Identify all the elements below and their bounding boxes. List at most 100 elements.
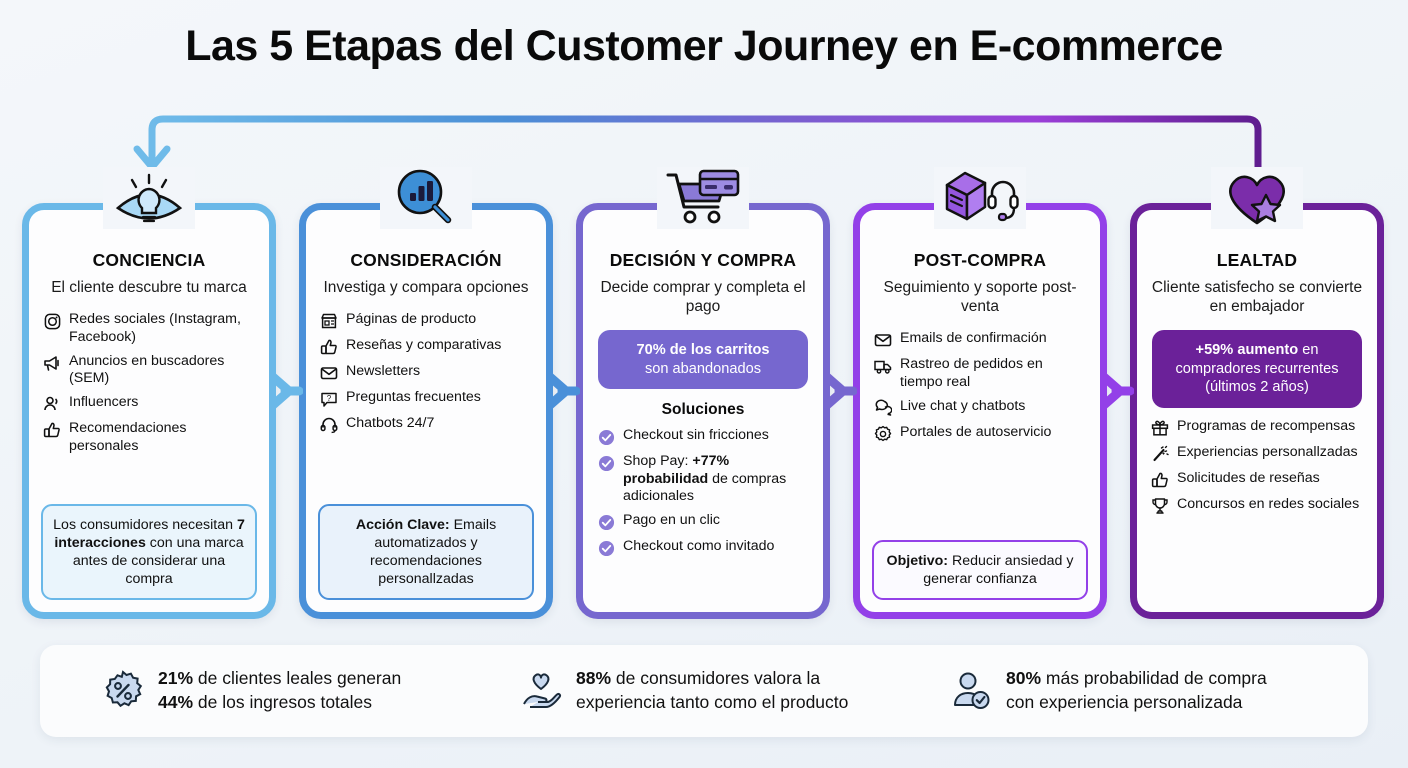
list-item-label: Anuncios en buscadores (SEM) bbox=[69, 352, 225, 387]
list-item: Live chat y chatbots bbox=[874, 398, 1086, 417]
flow-arrow-3-4 bbox=[823, 372, 857, 410]
stage-card-decision-compra[interactable]: DECISIÓN Y COMPRA Decide comprar y compl… bbox=[576, 167, 857, 623]
list-item: Influencers bbox=[43, 394, 255, 413]
stage-note: Objetivo: Reducir ansiedad y generar con… bbox=[872, 539, 1088, 600]
stage-cards: CONCIENCIA El cliente descubre tu marca … bbox=[22, 167, 1386, 623]
trophy-icon bbox=[1151, 497, 1169, 515]
list-item-label: Rastreo de pedidos en tiempo real bbox=[900, 356, 1043, 390]
list-item-label: Solicitudes de reseñas bbox=[1177, 469, 1320, 486]
stage-card-lealtad[interactable]: LEALTAD Cliente satisfecho se convierte … bbox=[1130, 167, 1384, 623]
list-item-label: Chatbots 24/7 bbox=[346, 415, 435, 432]
stage-title: CONCIENCIA bbox=[92, 250, 206, 270]
truck-icon bbox=[874, 357, 892, 375]
bullet-list: Programas de recompensas Experiencias pe… bbox=[1151, 418, 1363, 515]
list-item: Rastreo de pedidos en tiempo real bbox=[874, 356, 1086, 391]
list-item: Experiencias personallzadas bbox=[1151, 444, 1363, 463]
svg-text:?: ? bbox=[327, 394, 332, 403]
magic-wand-icon bbox=[1151, 445, 1169, 463]
flow-arrow-2-3 bbox=[546, 372, 580, 410]
list-item: Portales de autoservicio bbox=[874, 424, 1086, 443]
stage-card-post-compra[interactable]: POST-COMPRA Seguimiento y soporte post-v… bbox=[853, 167, 1134, 623]
list-item-label: Páginas de producto bbox=[346, 311, 477, 328]
stage-card-conciencia[interactable]: CONCIENCIA El cliente descubre tu marca … bbox=[22, 167, 303, 623]
bullet-list: Redes sociales (Instagram, Facebook) Anu… bbox=[43, 311, 255, 455]
page-title: Las 5 Etapas del Customer Journey en E-c… bbox=[185, 22, 1223, 70]
stage-subtitle: Cliente satisfecho se convierte en embaj… bbox=[1151, 279, 1363, 316]
envelope-icon bbox=[874, 331, 892, 349]
stage-note: Los consumidores necesitan 7 interaccion… bbox=[41, 503, 257, 600]
list-item: Shop Pay: +77% probabilidad de compras a… bbox=[597, 453, 809, 505]
gear-icon bbox=[874, 425, 892, 443]
footer-stat-text: 88% de consumidores valora la experienci… bbox=[576, 668, 849, 712]
bullet-list: Emails de confirmación Rastreo de pedido… bbox=[874, 330, 1086, 443]
solutions-heading: Soluciones bbox=[661, 401, 745, 419]
users-icon bbox=[43, 395, 61, 413]
list-item-label: Newsletters bbox=[346, 363, 421, 380]
list-item: Newsletters bbox=[320, 363, 532, 382]
stage-subtitle: Seguimiento y soporte post-venta bbox=[883, 279, 1077, 316]
percent-badge-icon bbox=[102, 670, 144, 712]
list-item: ? Preguntas frecuentes bbox=[320, 389, 532, 408]
bullet-list: Checkout sin fricciones Shop Pay: +77% p… bbox=[597, 427, 809, 557]
list-item: Anuncios en buscadores (SEM) bbox=[43, 353, 255, 388]
stage-title: LEALTAD bbox=[1216, 250, 1298, 270]
flow-arrow-4-5 bbox=[1100, 372, 1134, 410]
list-item-label: Redes sociales (Instagram, Facebook) bbox=[69, 311, 241, 345]
check-circle-icon bbox=[597, 539, 615, 557]
stage-subtitle: El cliente descubre tu marca bbox=[51, 279, 247, 296]
list-item: Checkout sin fricciones bbox=[597, 427, 809, 446]
question-chat-icon: ? bbox=[320, 390, 338, 408]
bullet-list: Páginas de producto Reseñas y comparativ… bbox=[320, 311, 532, 434]
list-item: Concursos en redes sociales bbox=[1151, 496, 1363, 515]
heart-star-icon bbox=[1211, 167, 1303, 229]
check-circle-icon bbox=[597, 513, 615, 531]
footer-stat-text: 80% más probabilidad de compra con exper… bbox=[1006, 668, 1267, 712]
list-item: Checkout como invitado bbox=[597, 538, 809, 557]
footer-stat-text: 21% de clientes leales generan 44% de lo… bbox=[158, 668, 402, 712]
list-item-label: Reseñas y comparativas bbox=[346, 337, 502, 354]
chat-bubbles-icon bbox=[874, 399, 892, 417]
list-item-label: Live chat y chatbots bbox=[900, 398, 1026, 415]
list-item: Recomendaciones personales bbox=[43, 420, 255, 455]
list-item-label: Portales de autoservicio bbox=[900, 424, 1052, 441]
gift-icon bbox=[1151, 419, 1169, 437]
check-circle-icon bbox=[597, 454, 615, 472]
list-item-label: Concursos en redes sociales bbox=[1177, 495, 1360, 512]
storefront-icon bbox=[320, 312, 338, 330]
thumbs-up-icon bbox=[43, 421, 61, 439]
list-item-label: Recomendaciones personales bbox=[69, 420, 187, 454]
stage-note: Acción Clave: Emails automatizados y rec… bbox=[318, 503, 534, 600]
list-item: Redes sociales (Instagram, Facebook) bbox=[43, 311, 255, 346]
chart-magnifier-icon bbox=[380, 167, 472, 229]
eye-lightbulb-icon bbox=[103, 167, 195, 229]
flow-arrow-1-2 bbox=[269, 372, 303, 410]
list-item: Solicitudes de reseñas bbox=[1151, 470, 1363, 489]
list-item: Pago en un clic bbox=[597, 512, 809, 531]
thumbs-up-icon bbox=[320, 338, 338, 356]
list-item-label: Checkout como invitado bbox=[623, 538, 775, 555]
footer-stat-2: 88% de consumidores valora la experienci… bbox=[510, 667, 940, 714]
heart-hand-icon bbox=[520, 670, 562, 712]
box-headset-icon bbox=[934, 167, 1026, 229]
check-circle-icon bbox=[597, 428, 615, 446]
shopping-cart-card-icon bbox=[657, 167, 749, 229]
list-item: Chatbots 24/7 bbox=[320, 415, 532, 434]
list-item-label: Experiencias personallzadas bbox=[1177, 443, 1358, 460]
list-item: Páginas de producto bbox=[320, 311, 532, 330]
list-item: Programas de recompensas bbox=[1151, 418, 1363, 437]
stat-pill: 70% de los carritos son abandonados bbox=[598, 330, 808, 390]
stage-subtitle: Investiga y compara opciones bbox=[323, 279, 529, 296]
footer-stat-1: 21% de clientes leales generan 44% de lo… bbox=[40, 667, 510, 714]
stat-pill: +59% aumento en compradores recurrentes … bbox=[1152, 330, 1362, 408]
envelope-icon bbox=[320, 364, 338, 382]
thumbs-up-icon bbox=[1151, 471, 1169, 489]
list-item-label: Pago en un clic bbox=[623, 512, 721, 529]
stage-card-consideracion[interactable]: CONSIDERACIÓN Investiga y compara opcion… bbox=[299, 167, 580, 623]
list-item-label: Shop Pay: +77% probabilidad de compras a… bbox=[623, 453, 787, 504]
megaphone-icon bbox=[43, 354, 61, 372]
list-item: Emails de confirmación bbox=[874, 330, 1086, 349]
list-item-label: Checkout sin fricciones bbox=[623, 427, 769, 444]
stage-title: POST-COMPRA bbox=[913, 250, 1047, 270]
user-check-icon bbox=[950, 670, 992, 712]
